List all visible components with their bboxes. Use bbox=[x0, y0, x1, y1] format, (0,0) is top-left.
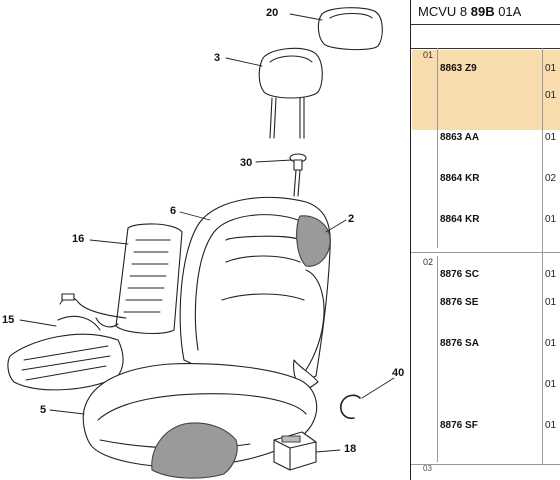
callout-5: 5 bbox=[40, 404, 46, 416]
headrest[interactable] bbox=[258, 47, 323, 139]
seat-exploded-diagram: 20 3 30 6 2 16 15 5 40 18 bbox=[2, 7, 404, 479]
seat-back-side-bolster[interactable] bbox=[296, 215, 331, 267]
callout-18: 18 bbox=[344, 443, 356, 455]
callout-3: 3 bbox=[214, 52, 220, 64]
qty-value: 01 bbox=[545, 338, 557, 349]
callout-15: 15 bbox=[2, 314, 14, 326]
callout-6: 6 bbox=[170, 205, 176, 217]
header-divider-lower bbox=[411, 48, 560, 49]
headrest-upper-part[interactable] bbox=[317, 7, 383, 51]
callout-30: 30 bbox=[240, 157, 252, 169]
seat-cushion-front-trim[interactable] bbox=[151, 422, 238, 479]
group-label-03: 03 bbox=[423, 464, 432, 473]
clip-ring[interactable] bbox=[339, 394, 361, 420]
group-label-01: 01 bbox=[423, 50, 434, 60]
part-ref-8876-se[interactable]: 8876 SE bbox=[440, 297, 479, 308]
callout-16: 16 bbox=[72, 233, 84, 245]
qty-value: 01 bbox=[545, 90, 557, 101]
part-ref-8863-z9[interactable]: 8863 Z9 bbox=[440, 63, 477, 74]
group-divider-2 bbox=[411, 464, 560, 465]
header-divider bbox=[411, 24, 560, 25]
callout-numbers: 20 3 30 6 2 16 15 5 40 18 bbox=[2, 7, 404, 455]
part-ref-8864-kr[interactable]: 8864 KR bbox=[440, 173, 480, 184]
qty-value: 01 bbox=[545, 63, 557, 74]
backrest-heating-pad[interactable] bbox=[95, 223, 183, 335]
part-ref-8864-kr-2[interactable]: 8864 KR bbox=[440, 214, 480, 225]
group-divider bbox=[411, 252, 560, 253]
qty-value: 02 bbox=[545, 173, 557, 184]
switch-module[interactable] bbox=[273, 431, 317, 471]
qty-value: 01 bbox=[545, 269, 557, 280]
column-divider-2 bbox=[437, 256, 438, 462]
leader-lines bbox=[19, 13, 395, 453]
cushion-heating-mat[interactable] bbox=[7, 293, 127, 391]
qty-column-divider bbox=[542, 48, 543, 464]
parts-list-header: MCVU 8 89B 01A bbox=[411, 0, 560, 24]
part-ref-8876-sf[interactable]: 8876 SF bbox=[440, 420, 478, 431]
part-ref-8876-sa[interactable]: 8876 SA bbox=[440, 338, 479, 349]
parts-list-panel: MCVU 8 89B 01A 01 02 03 8863 Z9 8863 AA … bbox=[410, 0, 560, 480]
group-label-02: 02 bbox=[423, 257, 434, 267]
qty-value: 01 bbox=[545, 420, 557, 431]
headrest-guide[interactable] bbox=[289, 153, 307, 197]
qty-value: 01 bbox=[545, 379, 557, 390]
callout-2: 2 bbox=[348, 213, 354, 225]
part-ref-8863-aa[interactable]: 8863 AA bbox=[440, 132, 480, 143]
callout-40: 40 bbox=[392, 367, 404, 379]
part-ref-8876-sc[interactable]: 8876 SC bbox=[440, 269, 479, 280]
qty-value: 01 bbox=[545, 214, 557, 225]
column-divider bbox=[437, 48, 438, 248]
model-code: MCVU 8 89B 01A bbox=[418, 4, 522, 19]
callout-20: 20 bbox=[266, 7, 278, 19]
qty-value: 01 bbox=[545, 132, 557, 143]
qty-value: 01 bbox=[545, 297, 557, 308]
seat-back[interactable] bbox=[179, 196, 331, 382]
selected-row-highlight bbox=[412, 50, 560, 130]
